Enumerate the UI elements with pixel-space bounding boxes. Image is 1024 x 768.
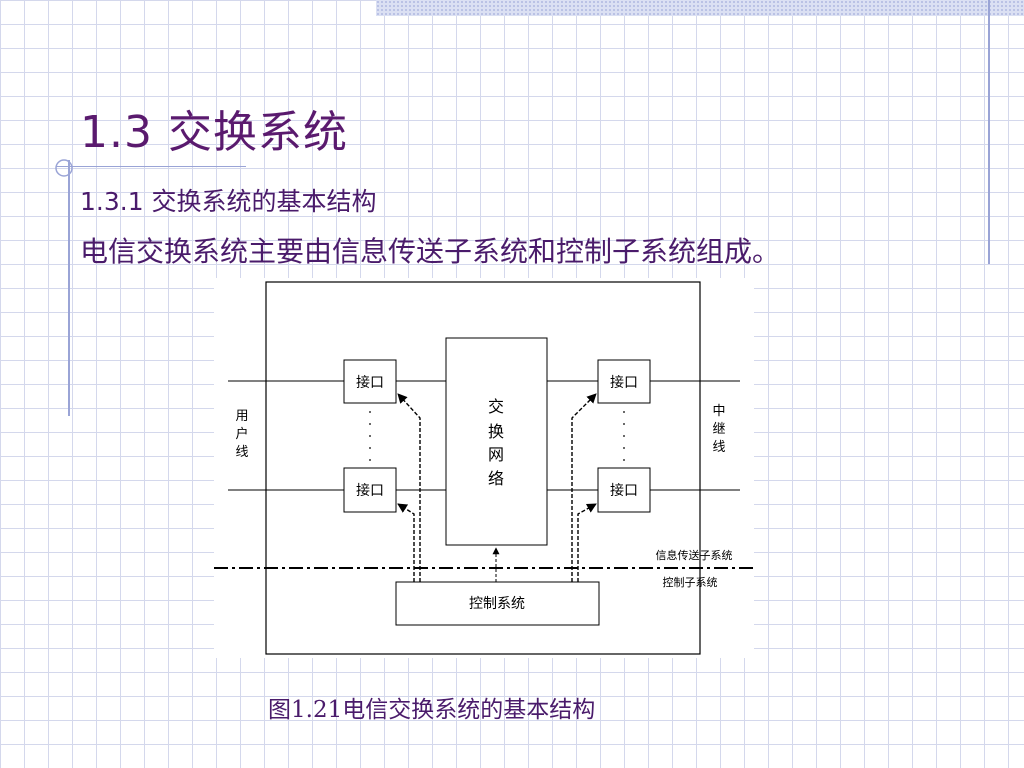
switch-network-char-2: 换 bbox=[488, 422, 504, 441]
interface-box-right-top bbox=[597, 359, 651, 404]
switch-network-char-4: 络 bbox=[488, 469, 504, 488]
interface-box-left-bottom bbox=[343, 467, 397, 513]
ellipsis-dots-left bbox=[369, 411, 371, 461]
switch-network-char-3: 网 bbox=[488, 445, 504, 464]
trunk-line-char-1: 中 bbox=[712, 404, 725, 419]
decorative-vertical-line-right bbox=[988, 0, 990, 264]
decorative-circle-icon bbox=[55, 159, 73, 177]
switch-network-box bbox=[445, 337, 548, 546]
interface-box-left-top bbox=[343, 359, 397, 404]
interface-box-right-bottom bbox=[597, 467, 651, 513]
trunk-line-char-2: 继 bbox=[712, 422, 725, 437]
slide-subtitle: 1.3.1 交换系统的基本结构 bbox=[80, 187, 377, 216]
interface-label-right-top: 接口 bbox=[610, 374, 638, 391]
switching-system-diagram: 接口 接口 接口 接口 交 换 网 络 用 户 线 中 继 线 bbox=[214, 278, 754, 658]
diagram-svg: 接口 接口 接口 接口 交 换 网 络 用 户 线 中 继 线 bbox=[214, 281, 754, 655]
user-line-char-3: 线 bbox=[235, 445, 248, 460]
decorative-vertical-line-left bbox=[68, 160, 70, 416]
decorative-horizontal-line bbox=[56, 166, 246, 167]
control-subsystem-label: 控制子系统 bbox=[663, 575, 718, 589]
switch-network-char-1: 交 bbox=[488, 397, 504, 416]
control-to-right-bottom-interface-arrow bbox=[577, 503, 597, 582]
transport-subsystem-label: 信息传送子系统 bbox=[656, 548, 733, 562]
slide-body-text: 电信交换系统主要由信息传送子系统和控制子系统组成。 bbox=[80, 235, 781, 268]
control-system-label: 控制系统 bbox=[469, 596, 525, 612]
interface-label-right-bottom: 接口 bbox=[610, 482, 638, 499]
control-to-left-bottom-interface-arrow bbox=[397, 503, 415, 582]
decorative-top-band bbox=[376, 0, 1024, 16]
slide-title: 1.3 交换系统 bbox=[80, 107, 348, 158]
interface-label-left-bottom: 接口 bbox=[356, 482, 384, 499]
ellipsis-dots-right bbox=[623, 411, 625, 461]
figure-caption: 图1.21电信交换系统的基本结构 bbox=[268, 697, 596, 723]
user-line-char-2: 户 bbox=[235, 426, 248, 442]
interface-label-left-top: 接口 bbox=[356, 374, 384, 391]
control-to-left-top-interface-arrow bbox=[397, 393, 421, 582]
control-system-box bbox=[395, 581, 600, 626]
user-line-char-1: 用 bbox=[235, 409, 248, 424]
outer-frame bbox=[265, 281, 701, 655]
trunk-line-char-3: 线 bbox=[712, 440, 725, 455]
control-to-right-top-interface-arrow bbox=[571, 393, 597, 582]
